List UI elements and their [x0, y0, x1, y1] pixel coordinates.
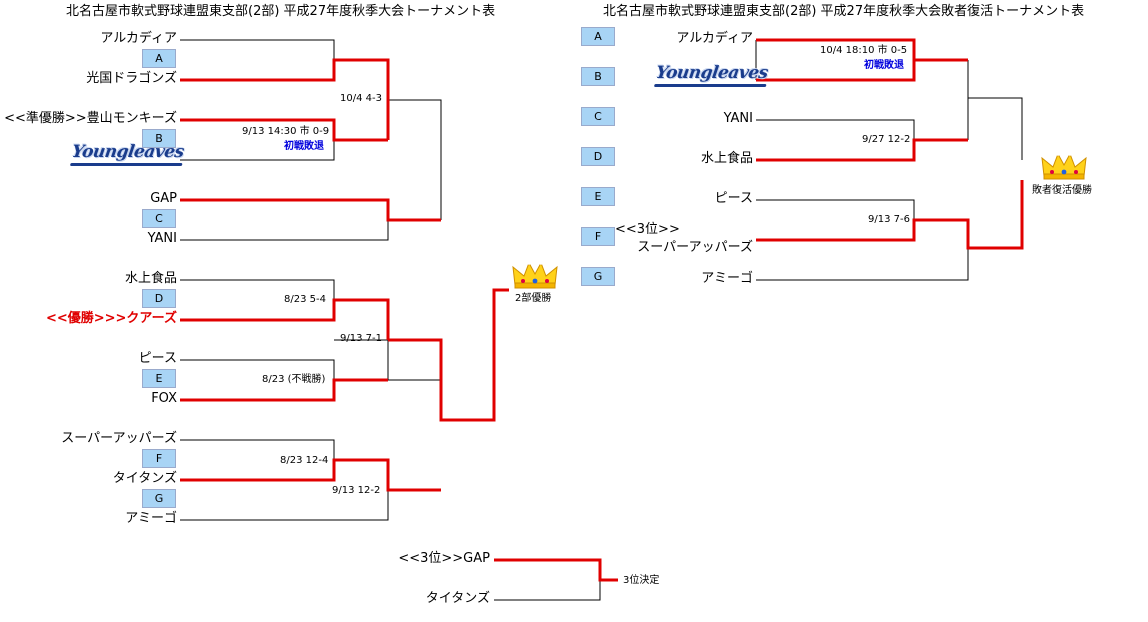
champion-label: 2部優勝: [515, 293, 552, 304]
result-semifinal-upper: 10/4 4-3: [340, 93, 382, 104]
main-slot-a: A: [142, 49, 176, 68]
third-place-titans: タイタンズ: [425, 591, 490, 606]
losers-slot-b: B: [581, 67, 615, 86]
team-toyoyama-monkeys: <<準優勝>>豊山モンキーズ: [4, 111, 177, 126]
result-round2-middle: 9/13 7-1: [340, 333, 382, 344]
result-toyoyama-game: 9/13 14:30 市 0-9: [242, 126, 330, 137]
win-fox: [180, 378, 388, 402]
win-l-youngleaves: [756, 60, 916, 82]
losers-slot-e: E: [581, 187, 615, 206]
third-place-gap: <<3位>>GAP: [398, 551, 490, 566]
team-titans: タイタンズ: [112, 471, 177, 486]
losers-youngleaves-logo: Youngleaves: [654, 63, 770, 83]
losers-slot-g: G: [581, 267, 615, 286]
crown-icon: [512, 261, 558, 289]
main-slot-c: C: [142, 209, 176, 228]
losers-third-place-tag: <<3位>>: [615, 222, 680, 237]
team-mizukami: 水上食品: [124, 271, 177, 286]
team-super-appers: スーパーアッパーズ: [61, 431, 177, 446]
losers-slot-c: C: [581, 107, 615, 126]
win-titans: [180, 458, 441, 492]
line-l-upper: [967, 60, 1023, 160]
losers-team-arcadia: アルカディア: [676, 31, 753, 46]
line-l-peace: [756, 199, 915, 220]
result-titans-round2: 9/13 12-2: [332, 485, 381, 496]
win-toyoyama-r1: [180, 118, 388, 142]
line-r3-lower: [387, 300, 442, 420]
result-titans-game: 8/23 12-4: [280, 455, 329, 466]
team-kokoku-dragons: 光国ドラゴンズ: [86, 71, 177, 86]
losers-slot-d: D: [581, 147, 615, 166]
win-gap: [180, 198, 441, 222]
result-coors-game: 8/23 5-4: [284, 294, 326, 305]
losers-team-amigo: アミーゴ: [701, 271, 753, 286]
losers-champion-label: 敗者復活優勝: [1032, 185, 1092, 196]
losers-slot-f: F: [581, 227, 615, 246]
line-l-yani: [756, 119, 915, 140]
team-fox: FOX: [151, 391, 177, 406]
line-r2-upper: [334, 339, 389, 380]
third-place-label: 3位決定: [623, 575, 660, 586]
win-l-superappers: [756, 180, 1024, 250]
line-amigo: [180, 490, 389, 521]
line-3rd-titans: [494, 580, 601, 601]
line-r4-upper: [388, 99, 442, 220]
win-l-mizukami: [756, 138, 968, 162]
win-dragons: [180, 58, 390, 140]
note-first-round-loss: 初戦敗退: [284, 141, 324, 152]
main-slot-b: B: [142, 129, 176, 148]
win-l-arcadia: [756, 38, 968, 62]
win-3rd-gap: [494, 558, 618, 582]
losers-team-super-appers: スーパーアッパーズ: [637, 240, 753, 255]
main-slot-e: E: [142, 369, 176, 388]
team-gap: GAP: [150, 191, 177, 206]
losers-crown-icon: [1041, 152, 1087, 180]
losers-bracket-title: 北名古屋市軟式野球連盟東支部(2部) 平成27年度秋季大会敗者復活トーナメント表: [603, 4, 1085, 19]
team-arcadia: アルカディア: [100, 31, 177, 46]
team-yani: YANI: [147, 231, 177, 246]
line-l-amigo: [756, 220, 969, 281]
losers-result-superappers: 9/13 7-6: [868, 214, 910, 225]
result-fox-game: 8/23 (不戦勝): [262, 374, 326, 385]
losers-team-mizukami: 水上食品: [700, 151, 753, 166]
team-peace: ピース: [138, 351, 177, 366]
main-slot-g: G: [142, 489, 176, 508]
losers-team-yani: YANI: [723, 111, 753, 126]
losers-team-peace: ピース: [714, 191, 753, 206]
losers-note-first-round-loss: 初戦敗退: [864, 60, 904, 71]
main-slot-f: F: [142, 449, 176, 468]
line-yani: [180, 200, 389, 241]
team-coors-champion: <<優勝>>>クアーズ: [45, 311, 177, 326]
main-bracket-title: 北名古屋市軟式野球連盟東支部(2部) 平成27年度秋季大会トーナメント表: [66, 4, 496, 19]
losers-result-mizukami: 9/27 12-2: [862, 134, 911, 145]
team-amigo: アミーゴ: [125, 511, 177, 526]
line-arcadia: [180, 39, 335, 80]
main-slot-d: D: [142, 289, 176, 308]
losers-result-arcadia: 10/4 18:10 市 0-5: [820, 45, 908, 56]
win-final: [386, 288, 509, 422]
losers-slot-a: A: [581, 27, 615, 46]
